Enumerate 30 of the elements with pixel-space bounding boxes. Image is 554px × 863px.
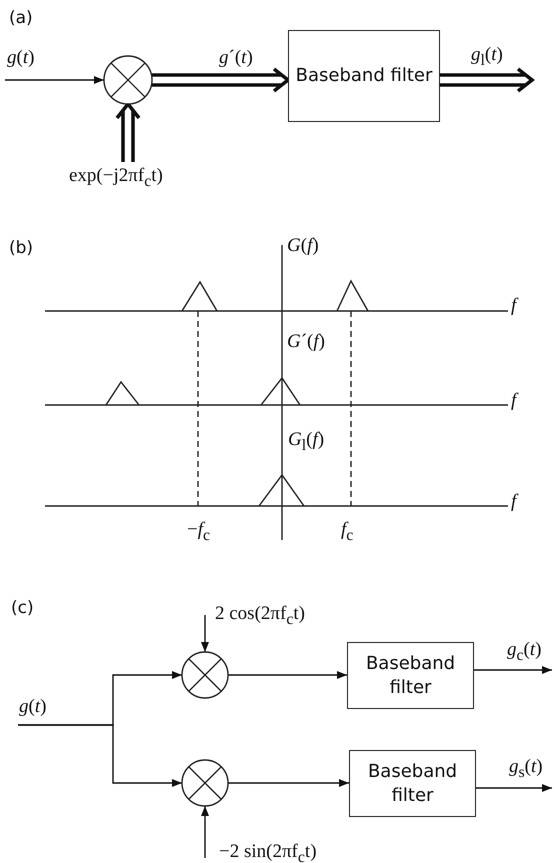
multiplier-symbol: [181, 651, 229, 699]
arrow: [474, 666, 552, 674]
signal-label: g´(t): [218, 48, 254, 67]
arrow: [228, 671, 347, 679]
panel-label: (a): [8, 10, 34, 27]
axis-label: G´(f): [286, 332, 326, 351]
signal-label: g(t): [6, 48, 36, 67]
filter-box: [349, 750, 476, 817]
block-title: Baseband filter: [366, 760, 458, 807]
panel-label: (b): [8, 240, 34, 257]
block-title: Baseband filter: [296, 64, 432, 88]
signal-label: g(t): [18, 697, 48, 716]
arrow: [18, 724, 182, 787]
arrow: [5, 76, 104, 84]
arrow: [476, 784, 552, 792]
signal-label: −2 sin(2πf$_{c}$t): [218, 842, 318, 863]
arrow: [201, 615, 209, 652]
axis-label: G(f): [286, 236, 320, 255]
arrow: [201, 806, 209, 858]
filter-box: [347, 642, 474, 709]
axis-label: f: [510, 296, 518, 315]
filter-box: [288, 30, 440, 122]
multiplier-symbol: [181, 759, 229, 807]
panel-label: (c): [10, 600, 35, 617]
axis-label: f: [510, 391, 518, 410]
axis-label: f: [510, 492, 518, 511]
block-title: Baseband filter: [364, 652, 456, 699]
arrow: [438, 67, 535, 93]
arrow: [228, 779, 349, 787]
multiplier-symbol: [103, 55, 153, 105]
